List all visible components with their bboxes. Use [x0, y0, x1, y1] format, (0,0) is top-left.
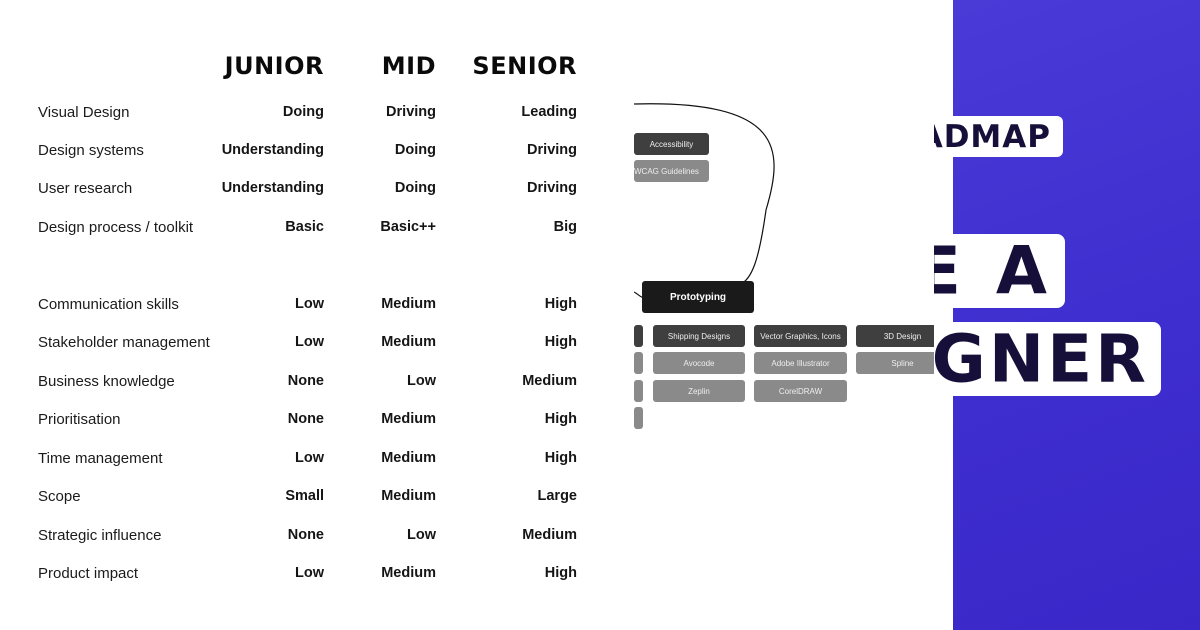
- node-cropped-4: [634, 407, 643, 429]
- row-junior-value: Basic: [285, 219, 324, 235]
- banner-bea-pill: BE A: [934, 234, 1065, 308]
- row-mid-value: Medium: [381, 450, 436, 466]
- banner-designer-text: DESIGNER: [934, 322, 1149, 396]
- node-accessibility[interactable]: Accessibility: [634, 133, 709, 155]
- row-label: Scope: [38, 488, 81, 505]
- row-label: Product impact: [38, 565, 139, 582]
- row-label: Design systems: [38, 142, 144, 159]
- row-junior-value: None: [287, 411, 324, 427]
- row-senior-value: High: [544, 296, 577, 312]
- row-mid-value: Doing: [394, 142, 436, 158]
- row-senior-value: Big: [553, 219, 577, 235]
- row-label: Prioritisation: [38, 411, 121, 428]
- row-label: User research: [38, 180, 133, 197]
- table-row: Stakeholder management Low Medium High: [0, 334, 620, 358]
- node-prototyping[interactable]: Prototyping: [642, 281, 754, 313]
- row-junior-value: Low: [295, 565, 324, 581]
- row-mid-value: Driving: [386, 104, 436, 120]
- row-junior-value: None: [287, 373, 324, 389]
- row-mid-value: Medium: [381, 334, 436, 350]
- row-mid-value: Medium: [381, 411, 436, 427]
- banner-roadmap-text: ROADMAP: [934, 118, 1051, 155]
- row-junior-value: Low: [295, 334, 324, 350]
- table-row: Prioritisation None Medium High: [0, 411, 620, 435]
- node-3d-design[interactable]: 3D Design: [856, 325, 949, 347]
- node-spline[interactable]: Spline: [856, 352, 949, 374]
- node-coreldraw[interactable]: CorelDRAW: [754, 380, 847, 402]
- roadmap-diagram: Accessibility WCAG Guidelines Prototypin…: [634, 90, 953, 450]
- table-row: Design process / toolkit Basic Basic++ Big: [0, 219, 620, 243]
- banner-background: [953, 0, 1200, 630]
- column-header-mid: MID: [381, 52, 436, 80]
- row-label: Business knowledge: [38, 373, 175, 390]
- column-header-senior: SENIOR: [472, 52, 577, 80]
- row-mid-value: Doing: [394, 180, 436, 196]
- row-label: Stakeholder management: [38, 334, 210, 351]
- row-mid-value: Low: [407, 373, 436, 389]
- table-row: Design systems Understanding Doing Driving: [0, 142, 620, 166]
- row-label: Design process / toolkit: [38, 219, 194, 236]
- node-wcag-guidelines[interactable]: WCAG Guidelines: [634, 160, 709, 182]
- row-senior-value: High: [544, 334, 577, 350]
- node-avocode[interactable]: Avocode: [653, 352, 745, 374]
- table-row: Product impact Low Medium High: [0, 565, 620, 589]
- row-label: Communication skills: [38, 296, 179, 313]
- row-junior-value: Understanding: [221, 142, 324, 158]
- node-vector-graphics[interactable]: Vector Graphics, Icons: [754, 325, 847, 347]
- row-senior-value: Large: [537, 488, 578, 504]
- row-senior-value: Driving: [527, 142, 577, 158]
- row-label: Visual Design: [38, 104, 130, 121]
- row-senior-value: High: [544, 565, 577, 581]
- row-junior-value: Doing: [282, 104, 324, 120]
- table-row: Time management Low Medium High: [0, 450, 620, 474]
- row-mid-value: Low: [407, 527, 436, 543]
- row-label: Strategic influence: [38, 527, 162, 544]
- node-adobe-illustrator[interactable]: Adobe Illustrator: [754, 352, 847, 374]
- row-mid-value: Medium: [381, 296, 436, 312]
- row-junior-value: Low: [295, 296, 324, 312]
- node-cropped-2: [634, 352, 643, 374]
- node-shipping-designs[interactable]: Shipping Designs: [653, 325, 745, 347]
- row-senior-value: Medium: [522, 373, 577, 389]
- row-mid-value: Medium: [381, 488, 436, 504]
- row-senior-value: High: [544, 450, 577, 466]
- row-mid-value: Medium: [381, 565, 436, 581]
- banner-bea-text: BE A: [934, 234, 1053, 308]
- node-zeplin[interactable]: Zeplin: [653, 380, 745, 402]
- table-row: Visual Design Doing Driving Leading: [0, 104, 620, 128]
- row-junior-value: Small: [285, 488, 324, 504]
- table-row: Communication skills Low Medium High: [0, 296, 620, 320]
- banner-designer-pill: DESIGNER: [934, 322, 1161, 396]
- table-row: Scope Small Medium Large: [0, 488, 620, 512]
- row-senior-value: Leading: [521, 104, 577, 120]
- node-cropped-3: [634, 380, 643, 402]
- row-junior-value: None: [287, 527, 324, 543]
- row-senior-value: High: [544, 411, 577, 427]
- row-junior-value: Low: [295, 450, 324, 466]
- table-row: Business knowledge None Low Medium: [0, 373, 620, 397]
- table-row: Strategic influence None Low Medium: [0, 527, 620, 551]
- column-header-junior: JUNIOR: [224, 52, 324, 80]
- row-label: Time management: [38, 450, 163, 467]
- banner-roadmap-pill: ROADMAP: [934, 116, 1063, 157]
- table-row: User research Understanding Doing Driving: [0, 180, 620, 204]
- row-senior-value: Driving: [527, 180, 577, 196]
- node-cropped-1: [634, 325, 643, 347]
- row-junior-value: Understanding: [221, 180, 324, 196]
- row-senior-value: Medium: [522, 527, 577, 543]
- row-mid-value: Basic++: [380, 219, 436, 235]
